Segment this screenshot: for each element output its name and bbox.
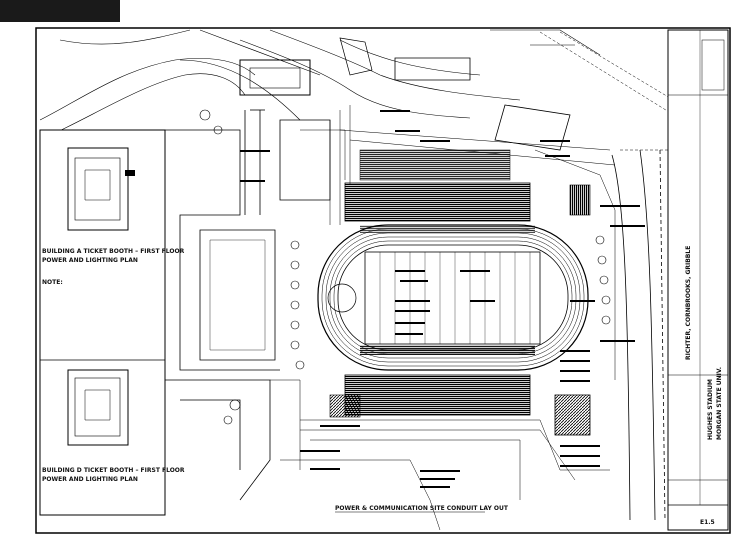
sheet-border: [35, 27, 731, 534]
booth-d-subtitle: POWER AND LIGHTING PLAN: [42, 476, 138, 483]
booth-inset-panel: [39, 129, 166, 516]
booth-d-title: BUILDING D TICKET BOOTH – FIRST FLOOR: [42, 467, 185, 474]
sheet-number: E1.5: [700, 519, 715, 526]
project-name: HUGHES STADIUM: [707, 379, 714, 440]
booth-a-note: NOTE:: [42, 279, 63, 286]
upper-buildings: [239, 29, 601, 151]
booth-a-title: BUILDING A TICKET BOOTH – FIRST FLOOR: [42, 248, 185, 255]
project-location: MORGAN STATE UNIV.: [716, 367, 723, 440]
road: [611, 149, 666, 521]
left-structures: [125, 109, 331, 501]
site-plan-title: POWER & COMMUNICATION SITE CONDUIT LAY O…: [335, 505, 509, 512]
trees: [199, 109, 611, 425]
title-block: [667, 29, 729, 531]
booth-a-subtitle: POWER AND LIGHTING PLAN: [42, 257, 138, 264]
stadium: [317, 149, 591, 436]
callout-marks: [240, 110, 645, 488]
scan-shadow: [0, 0, 120, 22]
firm-name: RICHTER, CORNBROOKS, GRIBBLE: [685, 246, 692, 360]
topography: [39, 29, 521, 141]
